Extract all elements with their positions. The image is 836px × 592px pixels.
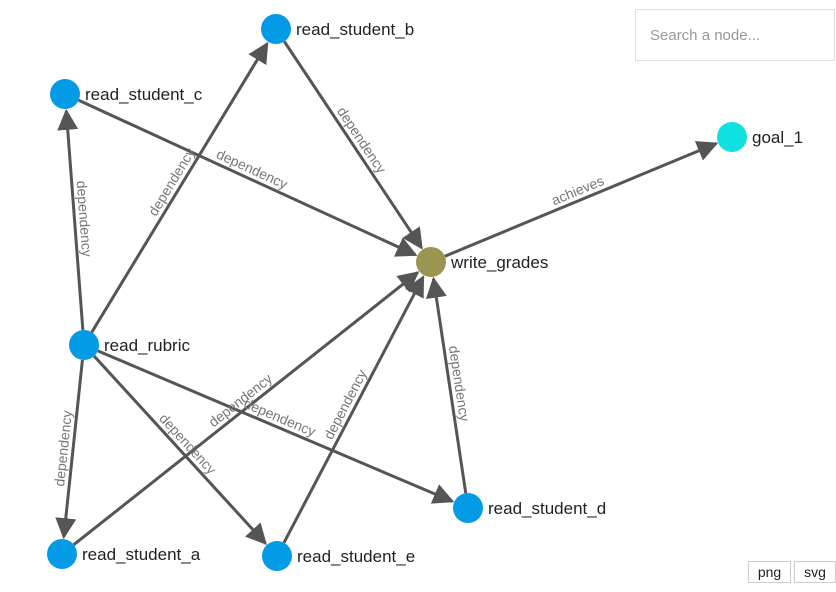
edge-read_student_c-to-write_grades[interactable] bbox=[78, 98, 418, 257]
node-read_student_a[interactable]: read_student_a bbox=[47, 539, 201, 569]
node-circle-goal_1[interactable] bbox=[717, 122, 747, 152]
node-read_student_c[interactable]: read_student_c bbox=[50, 79, 203, 109]
edge-label-write_grades-to-goal_1: achieves bbox=[549, 172, 606, 208]
edge-read_rubric-to-read_student_e[interactable] bbox=[93, 355, 267, 546]
edge-read_rubric-to-read_student_b[interactable] bbox=[90, 41, 269, 333]
node-label-read_student_d: read_student_d bbox=[488, 499, 606, 518]
edge-label-read_rubric-to-read_student_c: dependency bbox=[74, 180, 96, 257]
node-circle-read_rubric[interactable] bbox=[69, 330, 99, 360]
node-label-read_rubric: read_rubric bbox=[104, 336, 190, 355]
export-png-button[interactable]: png bbox=[748, 561, 791, 583]
node-read_student_e[interactable]: read_student_e bbox=[262, 541, 415, 571]
edge-read_student_d-to-write_grades[interactable] bbox=[425, 276, 468, 494]
node-label-write_grades: write_grades bbox=[450, 253, 548, 272]
node-label-read_student_b: read_student_b bbox=[296, 20, 414, 39]
edge-labels-layer: dependency dependency dependency dependency… bbox=[51, 104, 606, 487]
node-search-box[interactable] bbox=[635, 9, 835, 61]
node-label-read_student_e: read_student_e bbox=[297, 547, 415, 566]
edge-read_rubric-to-read_student_a[interactable] bbox=[55, 359, 84, 540]
node-label-read_student_c: read_student_c bbox=[85, 85, 203, 104]
edges-layer bbox=[55, 40, 719, 546]
nodes-layer: read_student_b read_student_c goal_1 write_… bbox=[47, 14, 803, 571]
export-svg-button[interactable]: svg bbox=[794, 561, 836, 583]
node-circle-read_student_d[interactable] bbox=[453, 493, 483, 523]
edge-read_student_b-to-write_grades[interactable] bbox=[283, 40, 423, 250]
node-read_student_d[interactable]: read_student_d bbox=[453, 493, 606, 523]
edge-read_rubric-to-read_student_c[interactable] bbox=[57, 108, 85, 331]
node-goal_1[interactable]: goal_1 bbox=[717, 122, 803, 152]
node-read_rubric[interactable]: read_rubric bbox=[69, 330, 190, 360]
edge-read_rubric-to-read_student_d[interactable] bbox=[97, 349, 455, 504]
edge-write_grades-to-goal_1[interactable] bbox=[444, 141, 719, 258]
node-circle-read_student_c[interactable] bbox=[50, 79, 80, 109]
edge-read_student_a-to-write_grades[interactable] bbox=[72, 271, 420, 546]
node-search-input[interactable] bbox=[636, 10, 834, 60]
edge-label-read_rubric-to-read_student_a: dependency bbox=[51, 410, 75, 488]
node-circle-read_student_b[interactable] bbox=[261, 14, 291, 44]
node-write_grades[interactable]: write_grades bbox=[416, 247, 548, 277]
node-circle-read_student_e[interactable] bbox=[262, 541, 292, 571]
node-read_student_b[interactable]: read_student_b bbox=[261, 14, 414, 44]
edge-label-read_rubric-to-read_student_b: dependency bbox=[145, 145, 198, 219]
node-label-read_student_a: read_student_a bbox=[82, 545, 201, 564]
edge-label-read_student_b-to-write_grades: dependency bbox=[334, 104, 390, 176]
node-circle-read_student_a[interactable] bbox=[47, 539, 77, 569]
edge-read_student_e-to-write_grades[interactable] bbox=[282, 275, 425, 544]
edge-label-read_student_e-to-write_grades: dependency bbox=[320, 367, 370, 442]
node-circle-write_grades[interactable] bbox=[416, 247, 446, 277]
node-label-goal_1: goal_1 bbox=[752, 128, 803, 147]
